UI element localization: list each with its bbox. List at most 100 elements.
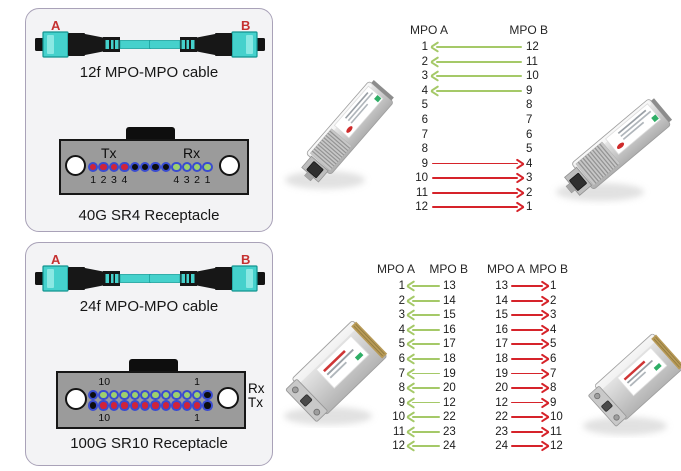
fiber-pin-red: [119, 162, 130, 173]
mpo-b-pin-number: 3: [550, 309, 557, 322]
mpo-b-pin-number: 19: [443, 367, 456, 380]
mpo-b-pin-number: 2: [526, 186, 533, 199]
fiber-pin-green: [181, 162, 192, 173]
mpo-b-pin-number: 9: [526, 84, 533, 97]
red-arrow-right-icon: [510, 426, 549, 438]
mpo-a-pin-number: 2: [398, 294, 405, 307]
red-arrow-right-icon: [510, 397, 549, 409]
pin-number: [182, 413, 192, 424]
qsfp-transceiver-image-right: [556, 95, 675, 203]
fiber-map-row: 2 14: [369, 294, 469, 309]
mpo-a-pin-number: 17: [495, 338, 508, 351]
mpo-b-pin-number: 8: [526, 99, 533, 112]
red-arrow-right-icon: [431, 187, 524, 199]
mpo-a-pin-number: 20: [495, 382, 508, 395]
mpo-b-pin-number: 9: [550, 396, 557, 409]
mpo-a-pin-number: 12: [392, 440, 405, 453]
fiber-pin-green: [171, 162, 182, 173]
fiber-map-row: 12 24: [369, 439, 469, 454]
mpo-a-pin-number: 12: [495, 396, 508, 409]
mpo-a-pin-number: 8: [398, 382, 405, 395]
green-arrow-left-icon: [406, 426, 441, 438]
mpo-b-pin-number: 3: [526, 172, 533, 185]
pin-number: [140, 175, 150, 186]
mpo-b-pin-number: 24: [443, 440, 456, 453]
mpo-a-pin-number: 19: [495, 367, 508, 380]
fiber-pin-green: [98, 390, 109, 401]
mpo-a-pin-number: 3: [421, 70, 428, 83]
cable-caption: 24f MPO-MPO cable: [79, 298, 219, 315]
mpo-a-pin-number: 3: [398, 309, 405, 322]
red-arrow-right-icon: [431, 201, 524, 213]
fiber-pin-green: [108, 390, 120, 401]
mpo-a-header: MPO A: [377, 262, 416, 276]
mpo-a-header: MPO A: [410, 23, 449, 37]
pin-number: [109, 377, 119, 388]
pin-number: [130, 413, 140, 424]
fiber-map-row: 12 9: [472, 395, 576, 410]
pin-number: [150, 377, 160, 388]
fiber-pin-red: [108, 400, 120, 411]
green-arrow-left-icon: [406, 280, 441, 292]
mpo-a-pin-number: 5: [421, 99, 428, 112]
red-arrow-right-icon: [510, 368, 549, 380]
mpo-b-header: MPO B: [429, 262, 468, 276]
mpo-a-pin-number: 23: [495, 425, 508, 438]
fiber-pin-row: [88, 162, 213, 173]
red-arrow-right-icon: [431, 172, 524, 184]
fiber-pin-black: [88, 400, 99, 411]
fiber-pin-black: [88, 390, 99, 401]
pin-number: 10: [98, 412, 111, 424]
mpo-a-pin-number: 6: [398, 353, 405, 365]
mpo-b-pin-number: 7: [550, 367, 557, 380]
green-arrow-left-icon: [406, 353, 441, 365]
mpo-b-pin-number: 18: [443, 353, 456, 365]
mpo-a-pin-number: 8: [421, 143, 428, 156]
mpo-a-pin-number: 5: [398, 338, 405, 351]
pin-number: [109, 413, 119, 424]
mpo-b-pin-number: 12: [526, 41, 539, 54]
fiber-pin-red: [160, 400, 172, 411]
guide-pin-hole-left: [65, 155, 86, 176]
mpo-b-pin-number: 13: [443, 280, 456, 293]
green-arrow-left-icon: [406, 338, 441, 350]
green-arrow-left-icon: [406, 324, 441, 336]
mpo-a-pin-number: 9: [421, 157, 428, 170]
mpo-b-pin-number: 23: [443, 425, 456, 438]
fiber-pin-red: [150, 400, 161, 411]
fiber-pin-red: [119, 400, 130, 411]
pin-number: [150, 175, 160, 186]
red-arrow-right-icon: [510, 411, 549, 423]
fiber-pin-green: [129, 390, 140, 401]
cable-end-b-label: B: [241, 252, 251, 267]
mpo-b-pin-number: 10: [526, 70, 539, 83]
mpo-b-pin-number: 2: [550, 294, 557, 307]
fiber-pin-black: [150, 162, 161, 173]
mpo-b-pin-number: 14: [443, 294, 456, 307]
fiber-pin-black: [129, 162, 140, 173]
guide-pin-hole-left: [65, 388, 87, 410]
red-arrow-right-icon: [510, 324, 549, 336]
pin-number: [161, 413, 171, 424]
green-arrow-left-icon: [406, 411, 441, 423]
mpo-a-header: MPO A: [487, 262, 526, 276]
mpo-b-pin-number: 11: [550, 425, 562, 438]
cable-end-a-label: A: [51, 18, 61, 33]
mpo-a-pin-number: 14: [495, 294, 508, 307]
